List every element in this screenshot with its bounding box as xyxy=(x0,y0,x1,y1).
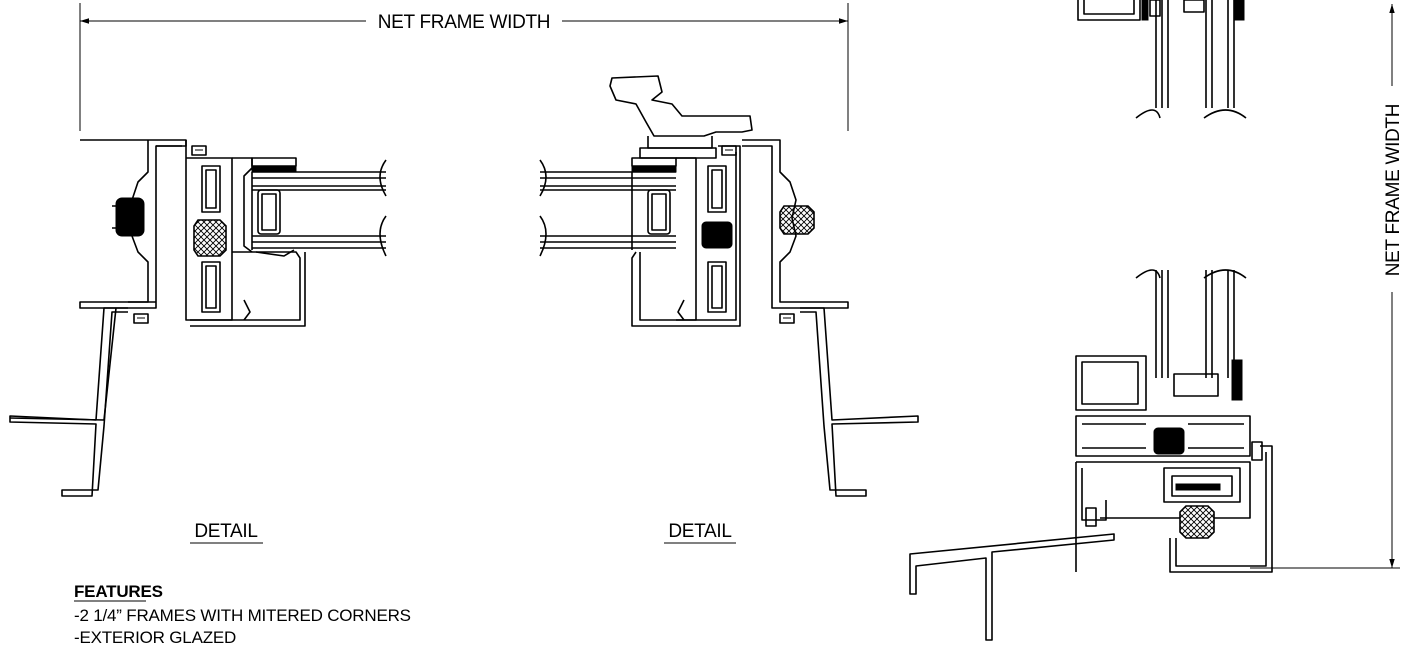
vertical-dimension-label: NET FRAME WIDTH xyxy=(1383,104,1404,276)
feature-item: -2 1/4” FRAMES WITH MITERED CORNERS xyxy=(74,606,411,625)
horizontal-dimension: NET FRAME WIDTH xyxy=(79,3,849,131)
features-heading: FEATURES xyxy=(74,582,163,601)
right-detail-caption: DETAIL xyxy=(668,521,731,542)
vertical-dimension: NET FRAME WIDTH xyxy=(1250,4,1404,569)
features-block: FEATURES -2 1/4” FRAMES WITH MITERED COR… xyxy=(74,582,411,646)
vertical-section-sill xyxy=(909,269,1273,641)
horizontal-dimension-label: NET FRAME WIDTH xyxy=(378,12,550,33)
left-jamb-section xyxy=(9,139,387,497)
feature-item: -EXTERIOR GLAZED xyxy=(74,628,236,646)
left-detail-caption: DETAIL xyxy=(194,521,257,542)
right-jamb-section xyxy=(539,75,919,497)
vertical-section-head xyxy=(1077,0,1247,119)
